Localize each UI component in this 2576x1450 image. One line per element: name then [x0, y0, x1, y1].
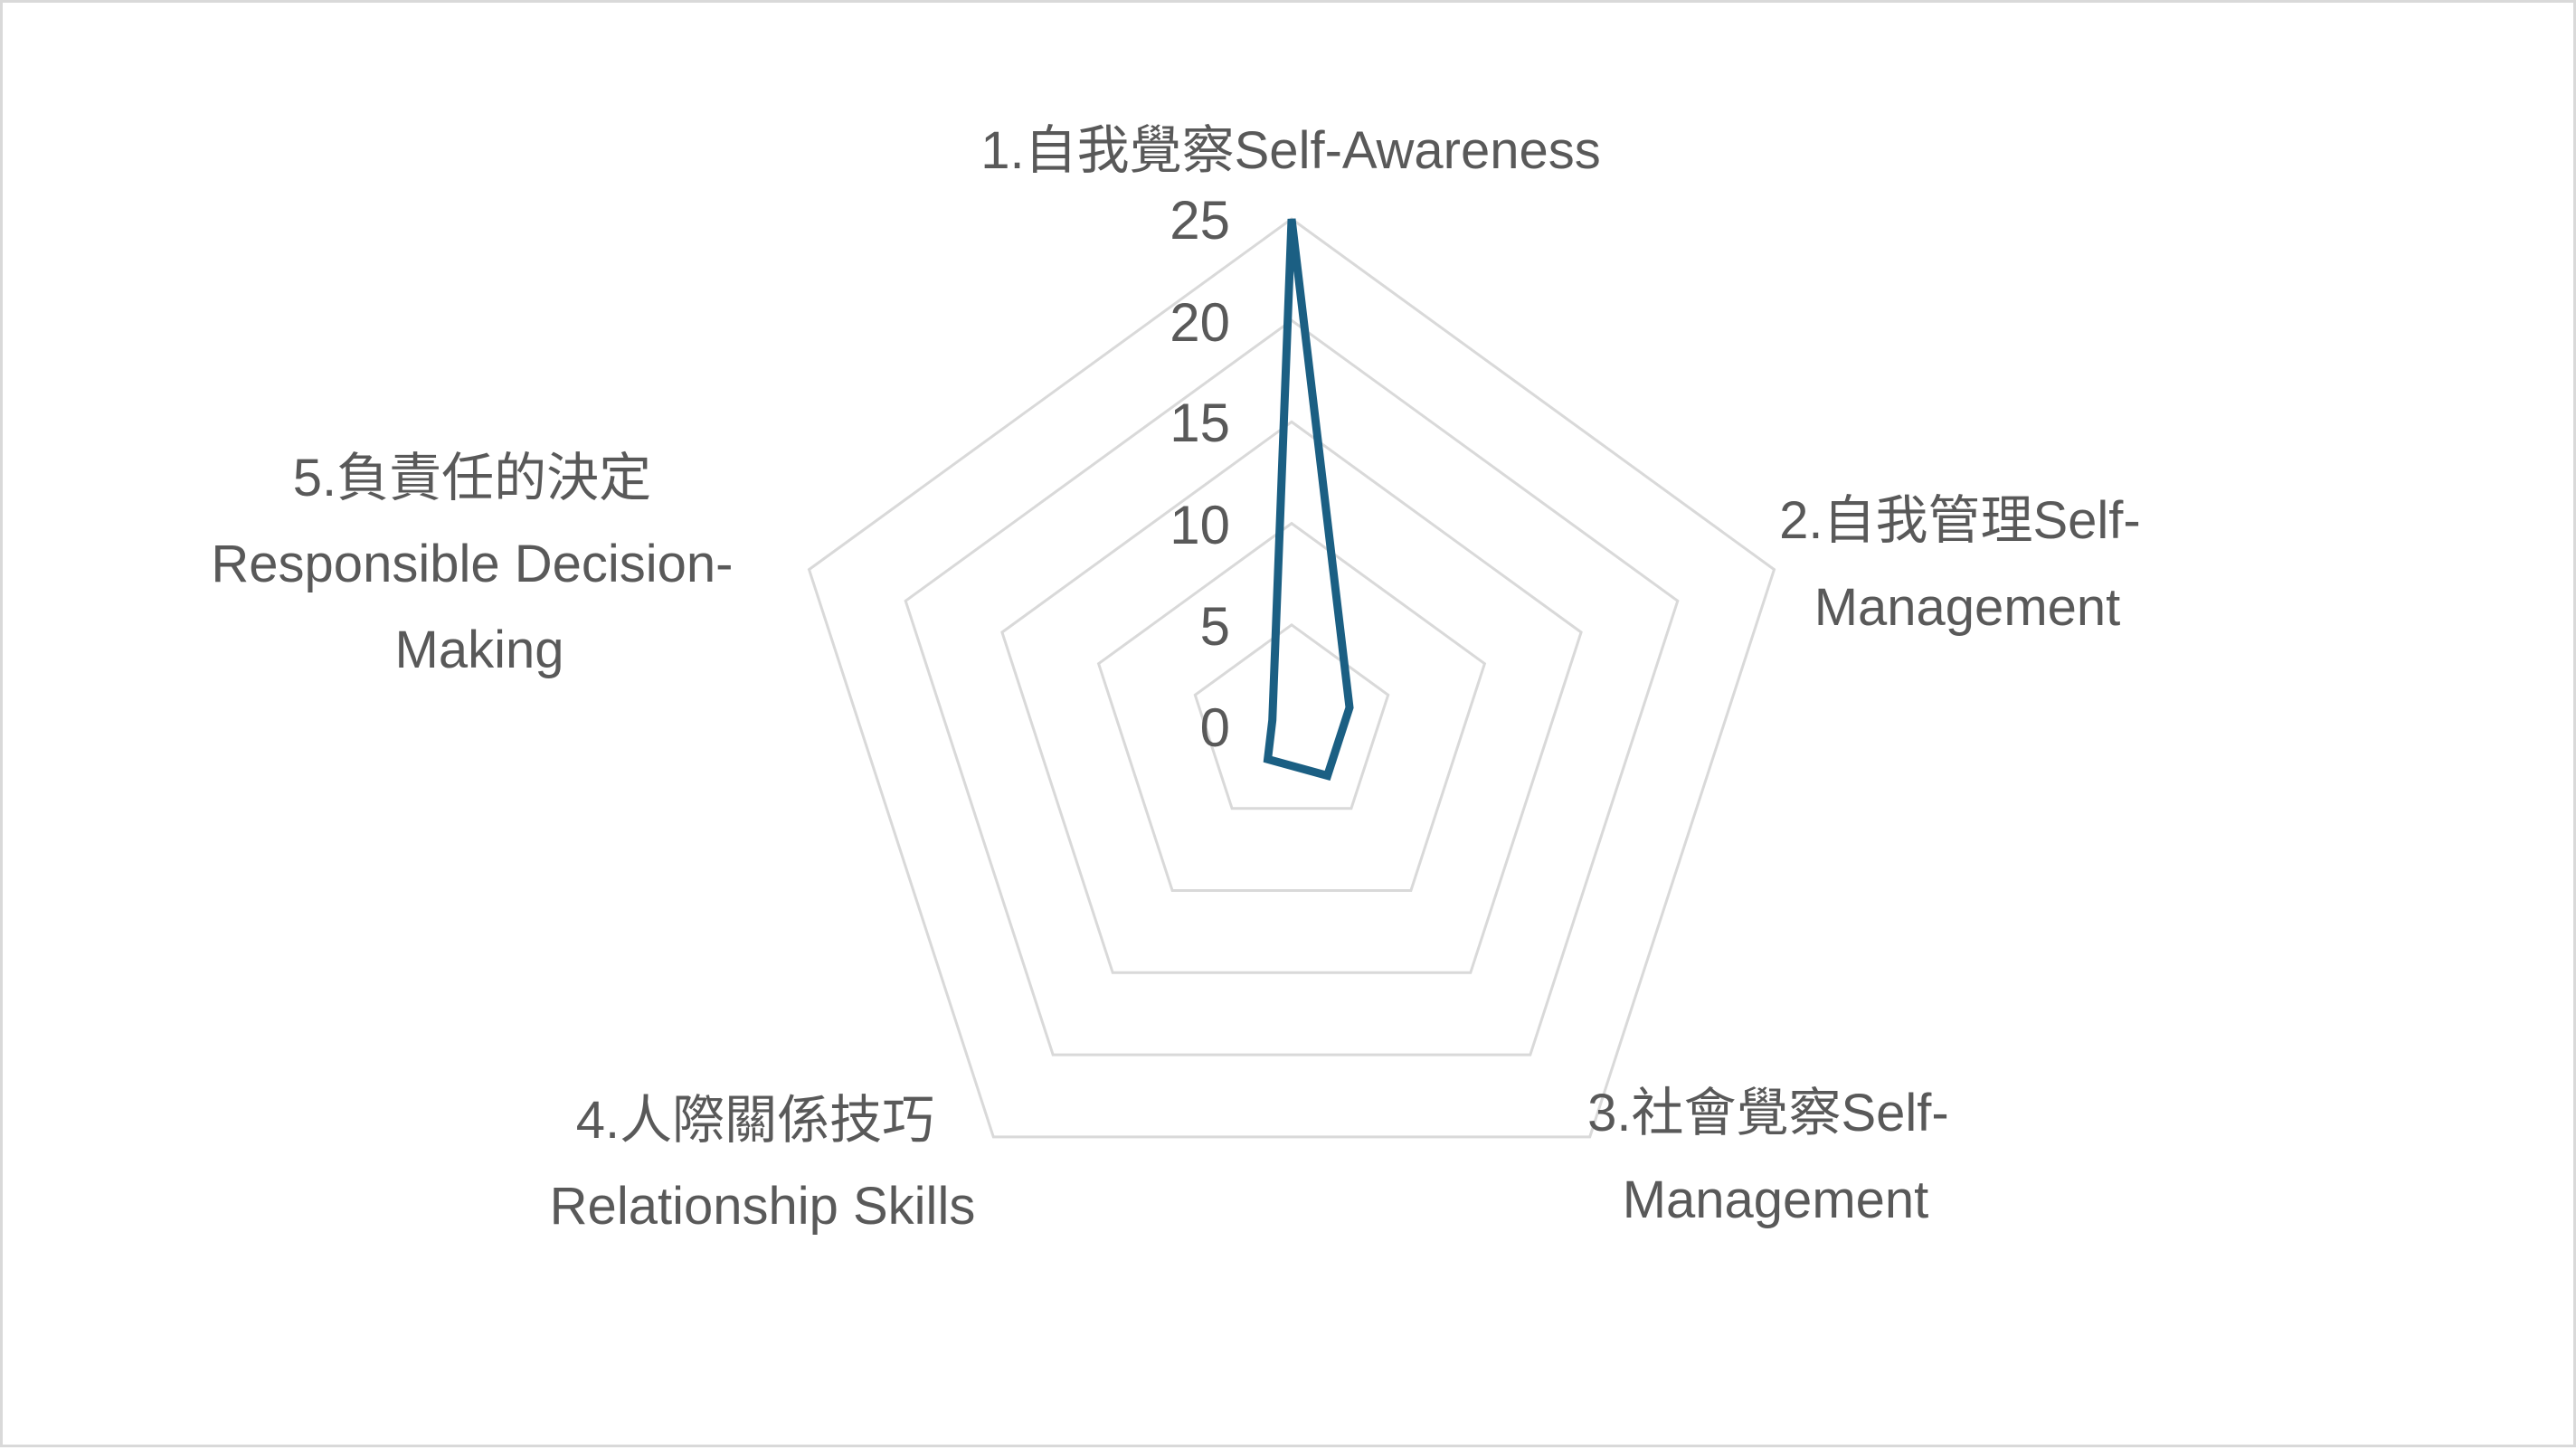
category-label-self-awareness: 1.自我覺察Self-Awareness: [980, 121, 1601, 180]
radar-gridlines: [807, 217, 1776, 1139]
gridline-ring-10: [1096, 521, 1487, 892]
radar-axis-ticks: 0 5 10 15 20 25: [1170, 190, 1230, 758]
category-label-relationship-skills: 4.人際關係技巧 Relationship Skills: [550, 1091, 976, 1236]
tick-label-5: 5: [1200, 596, 1230, 657]
tick-label-0: 0: [1200, 697, 1230, 758]
tick-label-25: 25: [1170, 190, 1230, 251]
category-label-responsible-decision-making: 5.負責任的決定 Responsible Decision- Making: [211, 449, 747, 679]
gridline-ring-15: [1000, 420, 1583, 974]
category-labels: 1.自我覺察Self-Awareness 2.自我管理Self- Managem…: [211, 121, 2155, 1236]
category-label-self-management: 2.自我管理Self- Management: [1779, 491, 2155, 637]
tick-label-10: 10: [1170, 495, 1230, 555]
tick-label-20: 20: [1170, 292, 1230, 353]
gridline-ring-25: [807, 217, 1776, 1139]
radar-chart: 0 5 10 15 20 25 1.自我覺察Self-Awareness 2.自…: [211, 121, 2155, 1236]
gridline-ring-20: [904, 318, 1680, 1057]
tick-label-15: 15: [1170, 393, 1230, 453]
gridline-ring-5: [1193, 622, 1390, 810]
category-label-social-awareness: 3.社會覺察Self- Management: [1587, 1084, 1964, 1229]
series-line: [1263, 218, 1354, 781]
